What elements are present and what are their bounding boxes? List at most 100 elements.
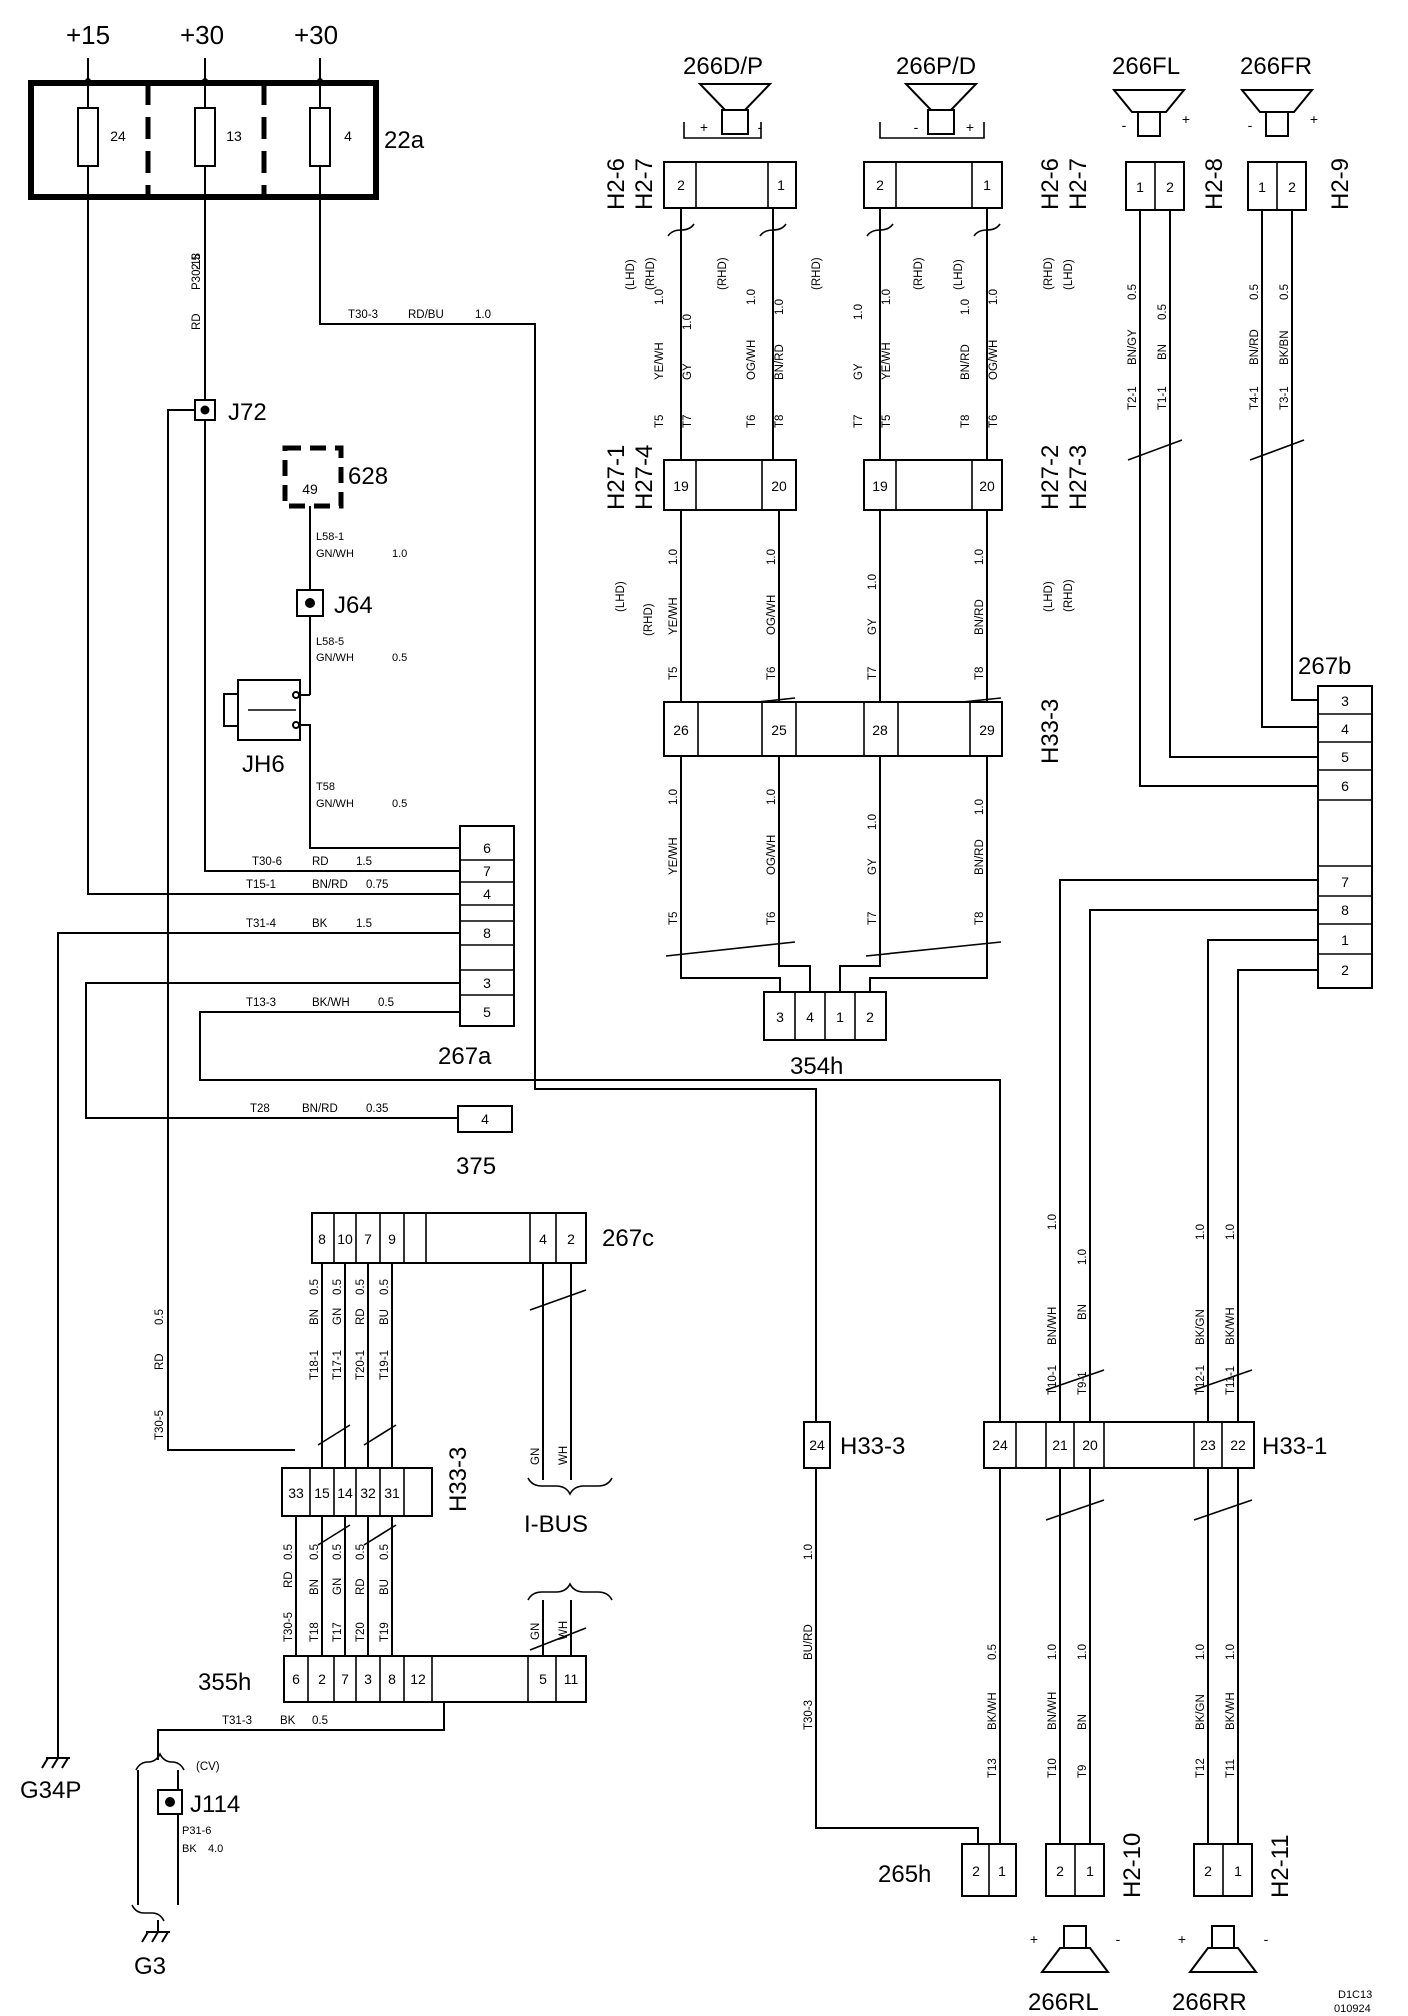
- svg-text:YE/WH: YE/WH: [881, 342, 893, 380]
- speaker-266dp: 266D/P + -: [683, 53, 773, 139]
- power-label-30a: +30: [180, 20, 224, 50]
- connector-267c: 8 10 7 9 4 2 267c: [311, 1212, 654, 1264]
- svg-text:YE/WH: YE/WH: [668, 597, 680, 635]
- svg-text:3: 3: [776, 1009, 784, 1025]
- svg-text:1.0: 1.0: [1225, 1224, 1237, 1240]
- svg-text:T9: T9: [1077, 1765, 1089, 1778]
- svg-text:7: 7: [1341, 874, 1349, 890]
- connector-h27-lhd: 19 20 H27-1 H27-4: [603, 445, 797, 511]
- svg-text:+: +: [1182, 111, 1190, 127]
- connector-h33-1: 24 21 20 23 22 H33-1: [983, 1421, 1327, 1469]
- svg-text:T10-1: T10-1: [1047, 1365, 1059, 1395]
- svg-text:1: 1: [1258, 179, 1266, 195]
- svg-text:H2-10: H2-10: [1119, 1833, 1146, 1898]
- connector-375: 4 375: [456, 1105, 513, 1180]
- svg-text:1: 1: [1234, 1863, 1242, 1879]
- svg-text:(LHD): (LHD): [1063, 259, 1075, 290]
- svg-text:BN: BN: [1157, 344, 1169, 360]
- svg-text:T13-3: T13-3: [246, 997, 276, 1009]
- svg-text:0.5: 0.5: [1127, 284, 1139, 300]
- svg-text:-: -: [1264, 1931, 1269, 1947]
- connector-h2-10: 2 1 H2-10: [1045, 1833, 1146, 1898]
- svg-text:1: 1: [836, 1009, 844, 1025]
- svg-text:L58-5: L58-5: [316, 636, 344, 648]
- svg-text:2: 2: [318, 1671, 326, 1687]
- svg-text:T8: T8: [774, 415, 786, 428]
- svg-text:1.0: 1.0: [475, 309, 491, 321]
- svg-text:3: 3: [483, 975, 491, 991]
- svg-text:5: 5: [1341, 749, 1349, 765]
- svg-text:4: 4: [539, 1231, 547, 1247]
- svg-text:BU/RD: BU/RD: [803, 1624, 815, 1660]
- svg-text:0.5: 0.5: [378, 997, 394, 1009]
- svg-text:14: 14: [337, 1485, 353, 1501]
- svg-text:H2-8: H2-8: [1201, 158, 1228, 210]
- svg-text:T5: T5: [881, 415, 893, 428]
- svg-text:4: 4: [344, 128, 352, 144]
- svg-text:2: 2: [866, 1009, 874, 1025]
- svg-text:GN: GN: [530, 1448, 542, 1465]
- connector-h2-8: 1 2 H2-8: [1125, 158, 1228, 211]
- svg-text:GY: GY: [867, 618, 879, 635]
- svg-text:15: 15: [314, 1485, 330, 1501]
- label-354h: 354h: [790, 1053, 843, 1080]
- svg-text:0.5: 0.5: [283, 1544, 295, 1560]
- svg-text:0.5: 0.5: [309, 1544, 321, 1560]
- jh6-label: JH6: [242, 751, 285, 778]
- svg-text:RD: RD: [355, 1308, 367, 1325]
- svg-text:24: 24: [809, 1437, 825, 1453]
- svg-text:GN: GN: [530, 1623, 542, 1640]
- connector-h2-lhd: 2 1 H2-6 H2-7: [603, 158, 797, 210]
- svg-text:7: 7: [364, 1231, 372, 1247]
- svg-text:BN/WH: BN/WH: [1047, 1307, 1059, 1345]
- svg-text:6: 6: [292, 1671, 300, 1687]
- svg-text:H27-4: H27-4: [631, 445, 658, 510]
- svg-text:GY: GY: [867, 858, 879, 875]
- wires-h33-354h: T5 YE/WH 1.0 T6 OG/WH 1.0 T7 GY 1.0 T8 B…: [665, 756, 1002, 992]
- svg-text:T31-3: T31-3: [222, 1715, 252, 1727]
- svg-text:(RHD): (RHD): [1043, 257, 1055, 290]
- svg-text:2: 2: [677, 177, 685, 193]
- svg-text:1.0: 1.0: [867, 574, 879, 590]
- svg-text:0.5: 0.5: [392, 652, 407, 664]
- svg-text:T7: T7: [682, 415, 694, 428]
- svg-text:+: +: [1178, 1931, 1186, 1947]
- connector-267b: 3 4 5 6 7 8 1 2 267b: [1298, 653, 1373, 989]
- svg-text:1.0: 1.0: [682, 314, 694, 330]
- svg-text:0.5: 0.5: [1157, 304, 1169, 320]
- svg-text:1: 1: [983, 177, 991, 193]
- svg-text:BK/WH: BK/WH: [1225, 1307, 1237, 1345]
- j72-label: J72: [228, 399, 267, 426]
- svg-text:T5: T5: [668, 912, 680, 925]
- svg-text:T4-1: T4-1: [1249, 386, 1261, 410]
- connector-h27-rhd: 19 20 H27-2 H27-3: [863, 445, 1092, 511]
- svg-text:3: 3: [1341, 693, 1349, 709]
- svg-text:0.5: 0.5: [379, 1544, 391, 1560]
- svg-text:H2-7: H2-7: [631, 158, 658, 210]
- svg-text:T18: T18: [309, 1622, 321, 1642]
- label-355h: 355h: [198, 1669, 251, 1696]
- svg-text:20: 20: [979, 478, 995, 494]
- svg-text:1.0: 1.0: [392, 548, 407, 560]
- svg-text:0.35: 0.35: [366, 1103, 388, 1115]
- svg-text:1.0: 1.0: [746, 289, 758, 305]
- svg-text:T20-1: T20-1: [355, 1350, 367, 1380]
- connector-h33-3-top: 26 25 28 29 H33-3: [663, 699, 1064, 764]
- svg-text:1: 1: [777, 177, 785, 193]
- svg-text:-: -: [758, 119, 763, 135]
- svg-text:10: 10: [337, 1231, 353, 1247]
- svg-text:4.0: 4.0: [208, 1843, 223, 1855]
- svg-text:T58: T58: [316, 781, 335, 793]
- svg-text:0.5: 0.5: [332, 1279, 344, 1295]
- component-628: [282, 445, 344, 509]
- svg-text:T1-1: T1-1: [1157, 386, 1169, 410]
- svg-text:0.5: 0.5: [355, 1279, 367, 1295]
- svg-text:H27-2: H27-2: [1037, 445, 1064, 510]
- connector-h2-11: 2 1 H2-11: [1193, 1834, 1294, 1898]
- svg-text:BN/GY: BN/GY: [1127, 329, 1139, 365]
- svg-text:1.0: 1.0: [668, 789, 680, 805]
- svg-text:1.0: 1.0: [654, 289, 666, 305]
- svg-text:1.0: 1.0: [1195, 1644, 1207, 1660]
- svg-text:(LHD): (LHD): [615, 581, 627, 612]
- svg-text:29: 29: [979, 722, 995, 738]
